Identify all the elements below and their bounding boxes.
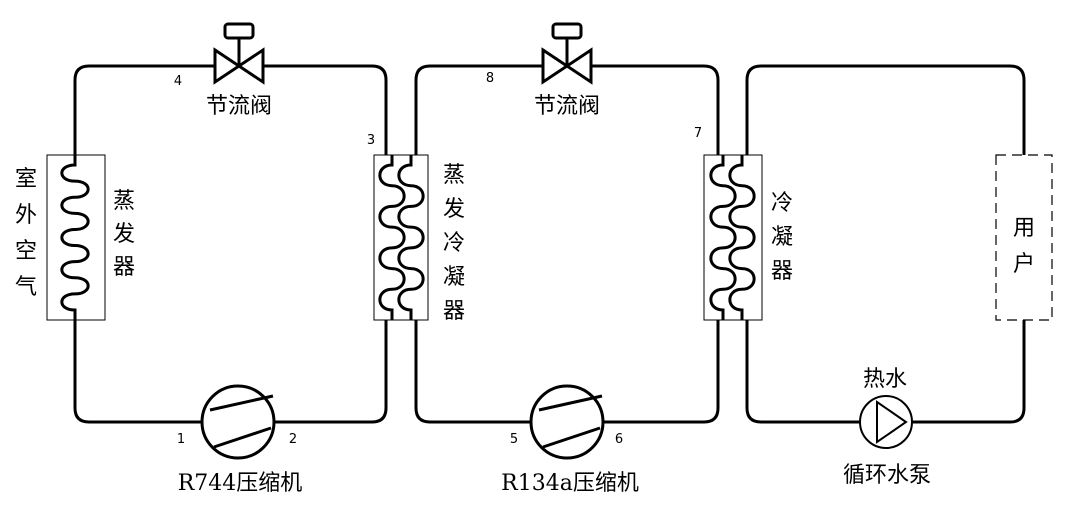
state-point-1: 1 bbox=[177, 432, 185, 447]
evaporator-coil-path bbox=[60, 155, 90, 320]
user-load bbox=[995, 154, 1053, 321]
state-point-2: 2 bbox=[289, 432, 297, 447]
valve-label-2: 节流阀 bbox=[534, 94, 600, 119]
hot-water-label: 热水 bbox=[863, 367, 907, 392]
evaporator-label: 蒸发器 bbox=[113, 189, 135, 280]
state-point-4: 4 bbox=[174, 74, 182, 89]
condenser-label: 冷凝器 bbox=[771, 191, 793, 284]
outdoor-air-label: 室外空气 bbox=[15, 167, 37, 300]
state-point-3: 3 bbox=[367, 133, 375, 148]
compressor-r744 bbox=[200, 384, 276, 460]
condenser-coil-right bbox=[728, 155, 756, 320]
evaporator-coil bbox=[46, 154, 106, 321]
state-point-5: 5 bbox=[510, 432, 518, 447]
expansion-valve-1 bbox=[213, 22, 265, 85]
user-label: 用户 bbox=[1013, 216, 1035, 277]
evap-condenser-coil-right bbox=[397, 155, 425, 320]
evaporator-condenser bbox=[373, 154, 429, 321]
loop2-piping bbox=[414, 64, 720, 424]
compressor-r134a-label: R134a压缩机 bbox=[501, 471, 639, 496]
state-point-7: 7 bbox=[694, 126, 702, 141]
evap-condenser-coil-left bbox=[378, 155, 406, 320]
compressor-r744-label: R744压缩机 bbox=[178, 471, 303, 496]
water-pump bbox=[859, 395, 913, 449]
expansion-valve-2 bbox=[541, 22, 593, 85]
condenser-coil-left bbox=[709, 155, 737, 320]
state-point-6: 6 bbox=[615, 432, 623, 447]
condenser bbox=[703, 154, 763, 321]
loop3-piping bbox=[745, 64, 1026, 424]
evap-condenser-label: 蒸发冷凝器 bbox=[443, 163, 465, 324]
compressor-r134a bbox=[529, 384, 605, 460]
pump-label: 循环水泵 bbox=[843, 463, 931, 488]
valve-label-1: 节流阀 bbox=[206, 94, 272, 119]
loop1-piping bbox=[73, 64, 388, 424]
state-point-8: 8 bbox=[486, 71, 494, 86]
